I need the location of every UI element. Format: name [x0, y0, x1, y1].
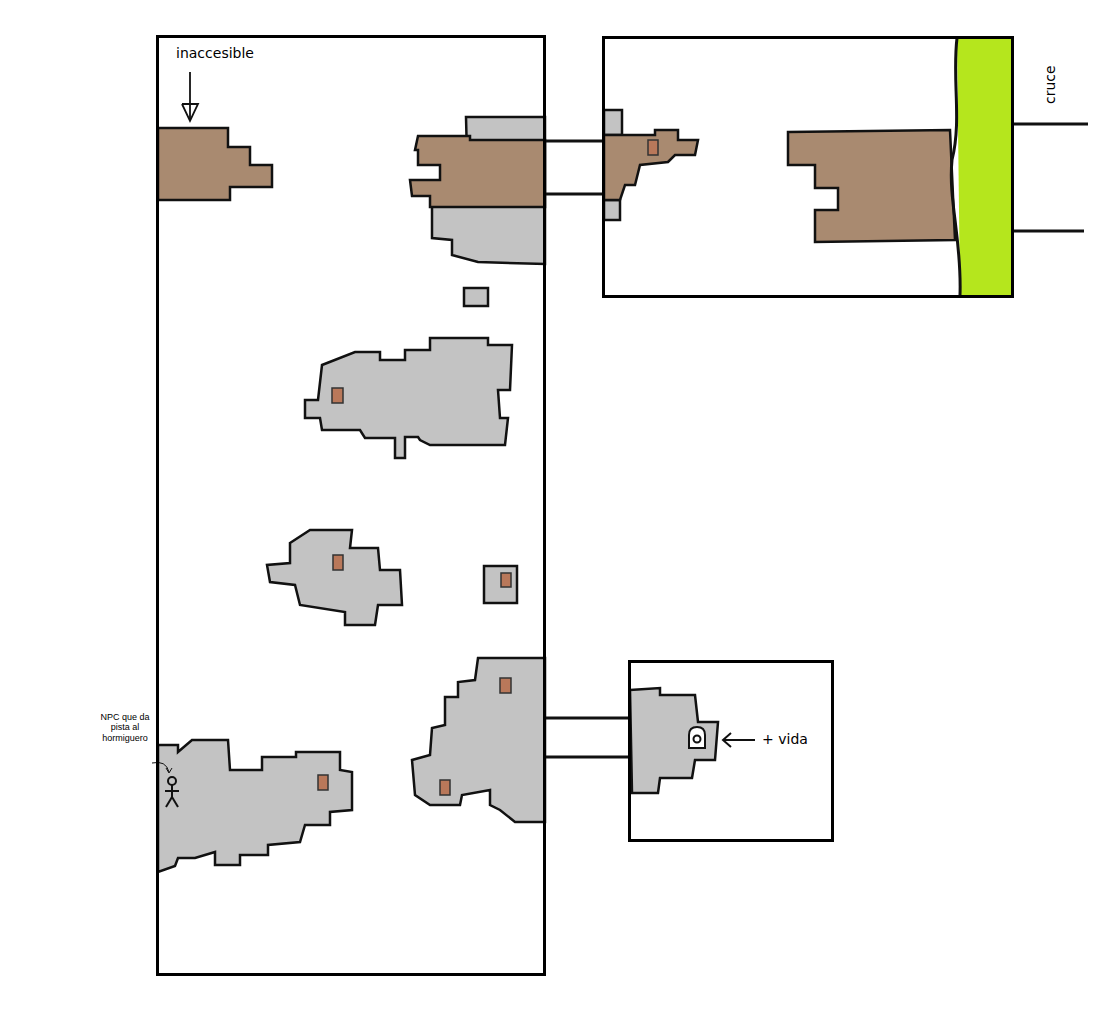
- map-label: + vida: [762, 732, 808, 747]
- room-box: + vida: [628, 660, 834, 842]
- map-label: inaccesible: [176, 46, 254, 61]
- level-region: inaccesible: [156, 35, 546, 976]
- npc-note: NPC que da pista al hormiguero: [98, 712, 152, 743]
- room-box: cruce: [602, 36, 1014, 298]
- map-label: cruce: [1042, 66, 1057, 105]
- corridor-connector: [546, 141, 602, 194]
- corridor-connector: [546, 718, 628, 757]
